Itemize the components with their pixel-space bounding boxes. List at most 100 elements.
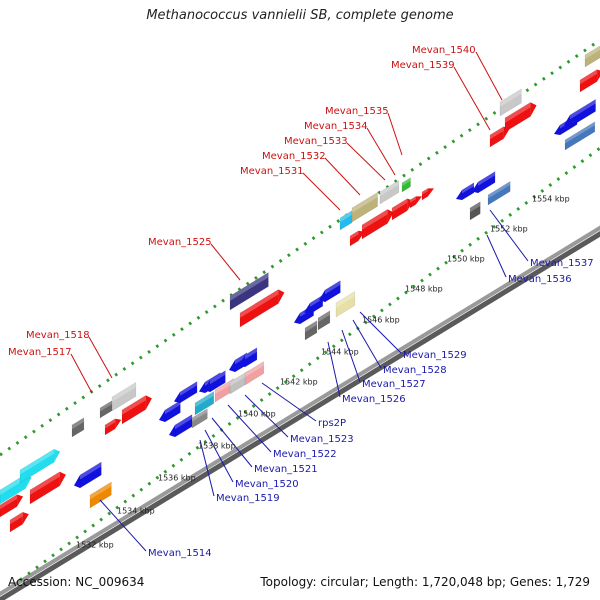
gene-label[interactable]: Mevan_1529 xyxy=(403,350,467,361)
gene-label[interactable]: Mevan_1539 xyxy=(391,60,455,71)
gene-block-12[interactable] xyxy=(174,381,198,404)
gene-block-8[interactable] xyxy=(111,381,137,412)
gene-block-33[interactable] xyxy=(421,187,434,201)
gene-block-11[interactable] xyxy=(169,414,193,438)
gene-mevan_1518[interactable]: Mevan_1518 xyxy=(26,330,113,379)
gene-block-30-shape xyxy=(379,180,400,205)
gene-mevan_1537[interactable]: Mevan_1537 xyxy=(489,209,594,269)
gene-block-7-arrow xyxy=(115,418,122,429)
gene-mevan_1528[interactable]: Mevan_1528 xyxy=(352,319,447,376)
gene-block-7[interactable] xyxy=(104,418,122,436)
gene-mevan_1529[interactable]: Mevan_1529 xyxy=(359,311,467,361)
gene-block-10[interactable] xyxy=(159,400,181,423)
gene-label[interactable]: Mevan_1534 xyxy=(304,121,368,132)
gene-block-18[interactable] xyxy=(239,289,285,328)
gene-label[interactable]: rps2P xyxy=(318,418,346,429)
gene-mevan_1539[interactable]: Mevan_1539 xyxy=(391,60,491,131)
gene-block-17[interactable] xyxy=(229,272,269,311)
gene-label[interactable]: Mevan_1521 xyxy=(254,464,318,475)
gene-block-9[interactable] xyxy=(121,394,152,425)
gene-block-44[interactable] xyxy=(584,45,600,68)
gene-label[interactable]: Mevan_1526 xyxy=(342,394,406,405)
gene-mevan_1522[interactable]: Mevan_1522 xyxy=(227,404,337,460)
gene-block-22[interactable] xyxy=(304,320,318,341)
gene-mevan_1523[interactable]: Mevan_1523 xyxy=(244,394,354,445)
gene-mevan_1519[interactable]: Mevan_1519 xyxy=(199,439,280,504)
gene-mevan_1540[interactable]: Mevan_1540 xyxy=(412,45,503,101)
gene-block-39[interactable] xyxy=(504,101,537,133)
gene-block-34[interactable] xyxy=(456,182,475,201)
gene-mevan_1520[interactable]: Mevan_1520 xyxy=(204,429,299,490)
gene-block-51[interactable] xyxy=(244,361,265,386)
gene-block-2[interactable] xyxy=(19,448,61,484)
leader-line xyxy=(387,112,403,156)
gene-mevan_1514[interactable]: Mevan_1514 xyxy=(99,499,212,559)
gene-block-48[interactable] xyxy=(194,391,215,416)
gene-block-23[interactable] xyxy=(317,310,331,331)
gene-block-45[interactable] xyxy=(579,69,600,93)
gene-block-5[interactable] xyxy=(71,417,85,438)
gene-label[interactable]: Mevan_1520 xyxy=(235,479,299,490)
gene-block-20[interactable] xyxy=(304,294,324,315)
gene-label[interactable]: Mevan_1533 xyxy=(284,136,348,147)
gene-label[interactable]: Mevan_1536 xyxy=(508,274,572,285)
gene-mevan_1533[interactable]: Mevan_1533 xyxy=(284,136,386,181)
gene-mevan_1534[interactable]: Mevan_1534 xyxy=(304,121,396,176)
gene-label[interactable]: Mevan_1519 xyxy=(216,493,280,504)
gene-mevan_1527[interactable]: Mevan_1527 xyxy=(341,329,426,390)
gene-block-36[interactable] xyxy=(487,180,511,206)
gene-mevan_1525[interactable]: Mevan_1525 xyxy=(148,237,241,281)
gene-block-42[interactable] xyxy=(564,98,596,128)
gene-block-24[interactable] xyxy=(335,291,356,318)
gene-block-21[interactable] xyxy=(319,280,341,303)
gene-block-16-highlight xyxy=(245,347,257,360)
gene-mevan_1521[interactable]: Mevan_1521 xyxy=(211,417,318,475)
gene-label[interactable]: Mevan_1517 xyxy=(8,347,72,358)
gene-block-32[interactable] xyxy=(409,195,422,209)
gene-label[interactable]: Mevan_1522 xyxy=(273,449,337,460)
gene-label[interactable]: Mevan_1523 xyxy=(290,434,354,445)
gene-block-52-shape xyxy=(191,408,208,429)
gene-label[interactable]: Mevan_1535 xyxy=(325,106,389,117)
gene-block-40[interactable] xyxy=(499,88,522,117)
gene-mevan_1517[interactable]: Mevan_1517 xyxy=(8,347,93,394)
gene-block-28[interactable] xyxy=(349,230,365,247)
gene-mevan_1535[interactable]: Mevan_1535 xyxy=(325,106,403,156)
forward-gene-labels: Mevan_1540Mevan_1539Mevan_1535Mevan_1534… xyxy=(8,45,503,394)
gene-label[interactable]: Mevan_1537 xyxy=(530,258,594,269)
gene-block-27[interactable] xyxy=(361,208,394,240)
gene-label[interactable]: Mevan_1525 xyxy=(148,237,212,248)
gene-block-43[interactable] xyxy=(564,121,596,151)
gene-block-1[interactable] xyxy=(0,494,24,518)
gene-block-47[interactable] xyxy=(89,481,112,509)
gene-mevan_1526[interactable]: Mevan_1526 xyxy=(327,341,406,405)
gene-block-3[interactable] xyxy=(29,471,66,505)
gene-label[interactable]: Mevan_1528 xyxy=(383,365,447,376)
gene-label[interactable]: Mevan_1514 xyxy=(148,548,212,559)
gene-block-46-arrow xyxy=(74,475,80,488)
gene-label[interactable]: Mevan_1518 xyxy=(26,330,90,341)
gene-block-32-arrow xyxy=(415,196,422,205)
gene-label[interactable]: Mevan_1532 xyxy=(262,151,326,162)
gene-block-30[interactable] xyxy=(379,180,400,205)
gene-block-37[interactable] xyxy=(469,201,481,221)
gene-label[interactable]: Mevan_1527 xyxy=(362,379,426,390)
gene-block-16[interactable] xyxy=(239,347,258,368)
gene-label[interactable]: Mevan_1531 xyxy=(240,166,304,177)
gene-block-8-shape xyxy=(111,381,137,412)
gene-block-14[interactable] xyxy=(204,370,226,393)
gene-block-31[interactable] xyxy=(401,177,411,193)
gene-block-25[interactable] xyxy=(339,210,353,231)
gene-block-35[interactable] xyxy=(472,171,496,194)
gene-mevan_1532[interactable]: Mevan_1532 xyxy=(262,151,361,196)
gene-mevan_1536[interactable]: Mevan_1536 xyxy=(486,234,572,285)
gene-block-6[interactable] xyxy=(99,400,113,419)
gene-mevan_1531[interactable]: Mevan_1531 xyxy=(240,166,341,211)
gene-label[interactable]: Mevan_1540 xyxy=(412,45,476,56)
gene-block-26[interactable] xyxy=(351,191,378,223)
gene-rps2p[interactable]: rps2P xyxy=(261,382,346,429)
gene-block-4[interactable] xyxy=(9,511,29,533)
gene-block-52[interactable] xyxy=(191,408,208,429)
gene-block-46[interactable] xyxy=(74,461,102,489)
